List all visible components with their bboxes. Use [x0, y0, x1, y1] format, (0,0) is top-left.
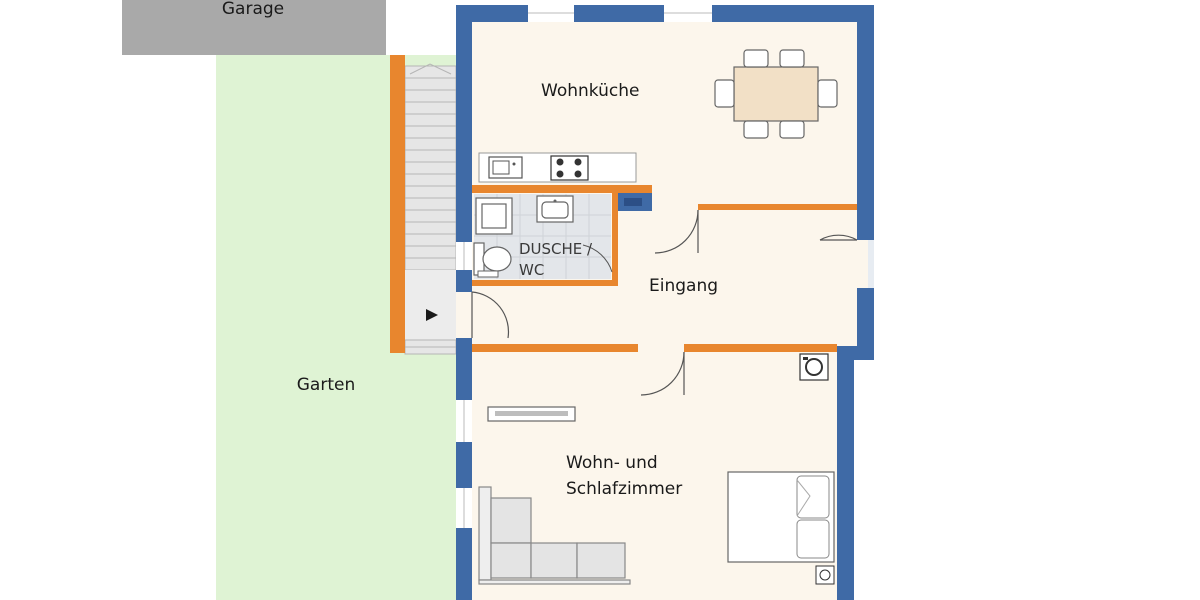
sink-icon	[536, 195, 574, 223]
stair-railing	[390, 55, 405, 353]
garden-label: Garten	[297, 375, 355, 395]
interior-walls	[472, 185, 857, 352]
bathroom-label-line2: WC	[519, 261, 544, 279]
washing-machine-icon	[799, 353, 829, 381]
entrance-label: Eingang	[649, 276, 718, 296]
staircase	[404, 63, 457, 355]
garage-label: Garage	[222, 0, 284, 19]
door-arrow-icon	[426, 309, 438, 321]
living-label-line2: Schlafzimmer	[566, 479, 682, 499]
bathroom-label-line1: DUSCHE /	[519, 240, 593, 258]
garage-area	[122, 0, 386, 55]
tv-sideboard	[487, 406, 576, 422]
kitchen-label: Wohnküche	[541, 81, 639, 101]
kitchen-sink-icon	[488, 156, 523, 179]
doors	[471, 209, 858, 396]
windows-left	[456, 242, 472, 528]
toilet-icon	[473, 242, 512, 278]
sofa	[478, 486, 631, 585]
living-label-line1: Wohn- und	[566, 453, 658, 473]
hob-icon	[550, 155, 589, 181]
dining-table	[714, 49, 838, 139]
double-bed	[727, 471, 835, 563]
nightstand	[815, 565, 835, 585]
windows-top	[528, 5, 712, 22]
washing-machine-icon	[475, 197, 513, 235]
